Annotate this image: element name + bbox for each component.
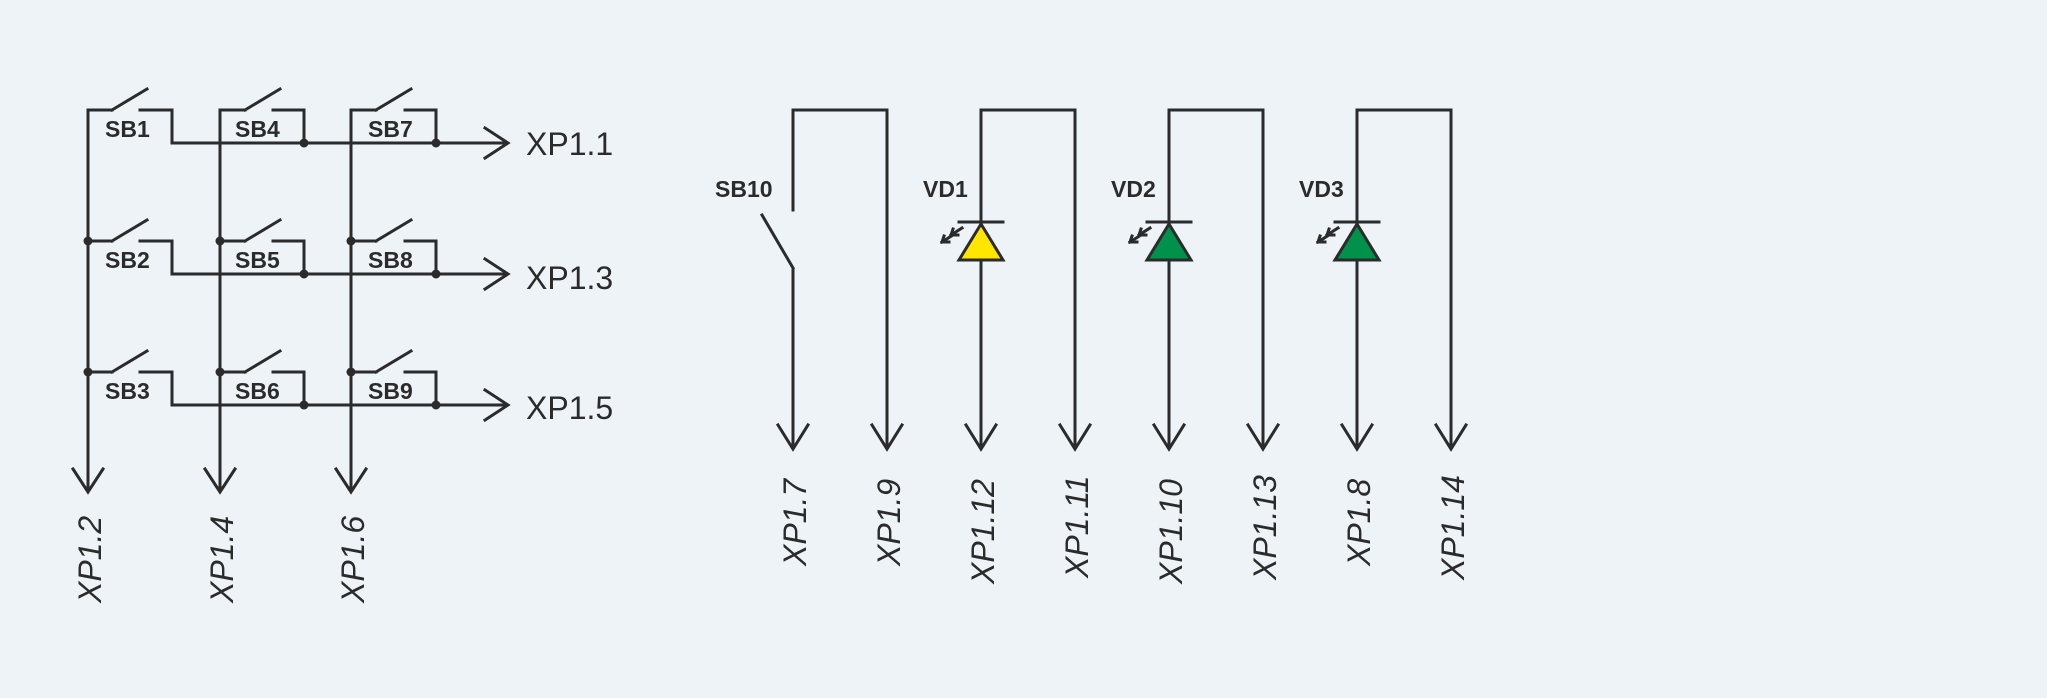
column-output-label-1: XP1.2 [72,516,108,604]
switch-label-sb3: SB3 [105,378,150,404]
switch-label-sb9: SB9 [368,378,413,404]
column-arrow-1 [70,466,106,495]
switch-label-sb5: SB5 [235,247,280,273]
port-label-xp1-11: XP1.11 [1059,475,1095,579]
column-output-label-3: XP1.6 [335,516,371,604]
led-vd1 [939,108,1093,452]
row-arrow-3 [482,387,511,423]
column-arrow-3 [333,466,369,495]
row-arrow-1 [482,125,511,161]
switch-label-sb2: SB2 [105,247,150,273]
indicator-block: SB10 VD1 VD2 [715,108,1471,585]
switch-label-sb4: SB4 [235,116,280,142]
led-vd1-triangle [956,221,1006,262]
switch-contacts [86,86,438,407]
row-arrow-2 [482,256,511,292]
switch-label-sb7: SB7 [368,116,413,142]
led-label-vd3: VD3 [1299,176,1344,202]
keypad-matrix: SB1 SB2 SB3 SB4 SB5 SB6 SB7 SB8 SB9 XP1.… [70,86,613,604]
led-vd2-triangle [1144,221,1194,262]
switch-label-sb6: SB6 [235,378,280,404]
port-label-xp1-13: XP1.13 [1247,475,1283,581]
port-label-xp1-9: XP1.9 [871,479,907,567]
switch-label-sb8: SB8 [368,247,413,273]
switch-label-sb1: SB1 [105,116,150,142]
row-output-label-3: XP1.5 [526,390,613,426]
port-label-xp1-10: XP1.10 [1153,479,1189,585]
switch-sb10 [759,108,905,452]
led-vd2 [1127,108,1281,452]
port-label-xp1-12: XP1.12 [965,479,1001,585]
switch-label-sb10: SB10 [715,176,773,202]
row-output-label-2: XP1.3 [526,260,613,296]
port-label-xp1-8: XP1.8 [1341,479,1377,567]
port-label-xp1-14: XP1.14 [1435,475,1471,581]
row-output-label-1: XP1.1 [526,126,613,162]
column-arrow-2 [202,466,238,495]
led-label-vd1: VD1 [923,176,968,202]
led-vd3 [1315,108,1469,452]
led-label-vd2: VD2 [1111,176,1156,202]
port-label-xp1-7: XP1.7 [777,478,813,567]
led-vd3-triangle [1332,221,1382,262]
column-output-label-2: XP1.4 [204,516,240,604]
junction-dots [83,138,441,410]
